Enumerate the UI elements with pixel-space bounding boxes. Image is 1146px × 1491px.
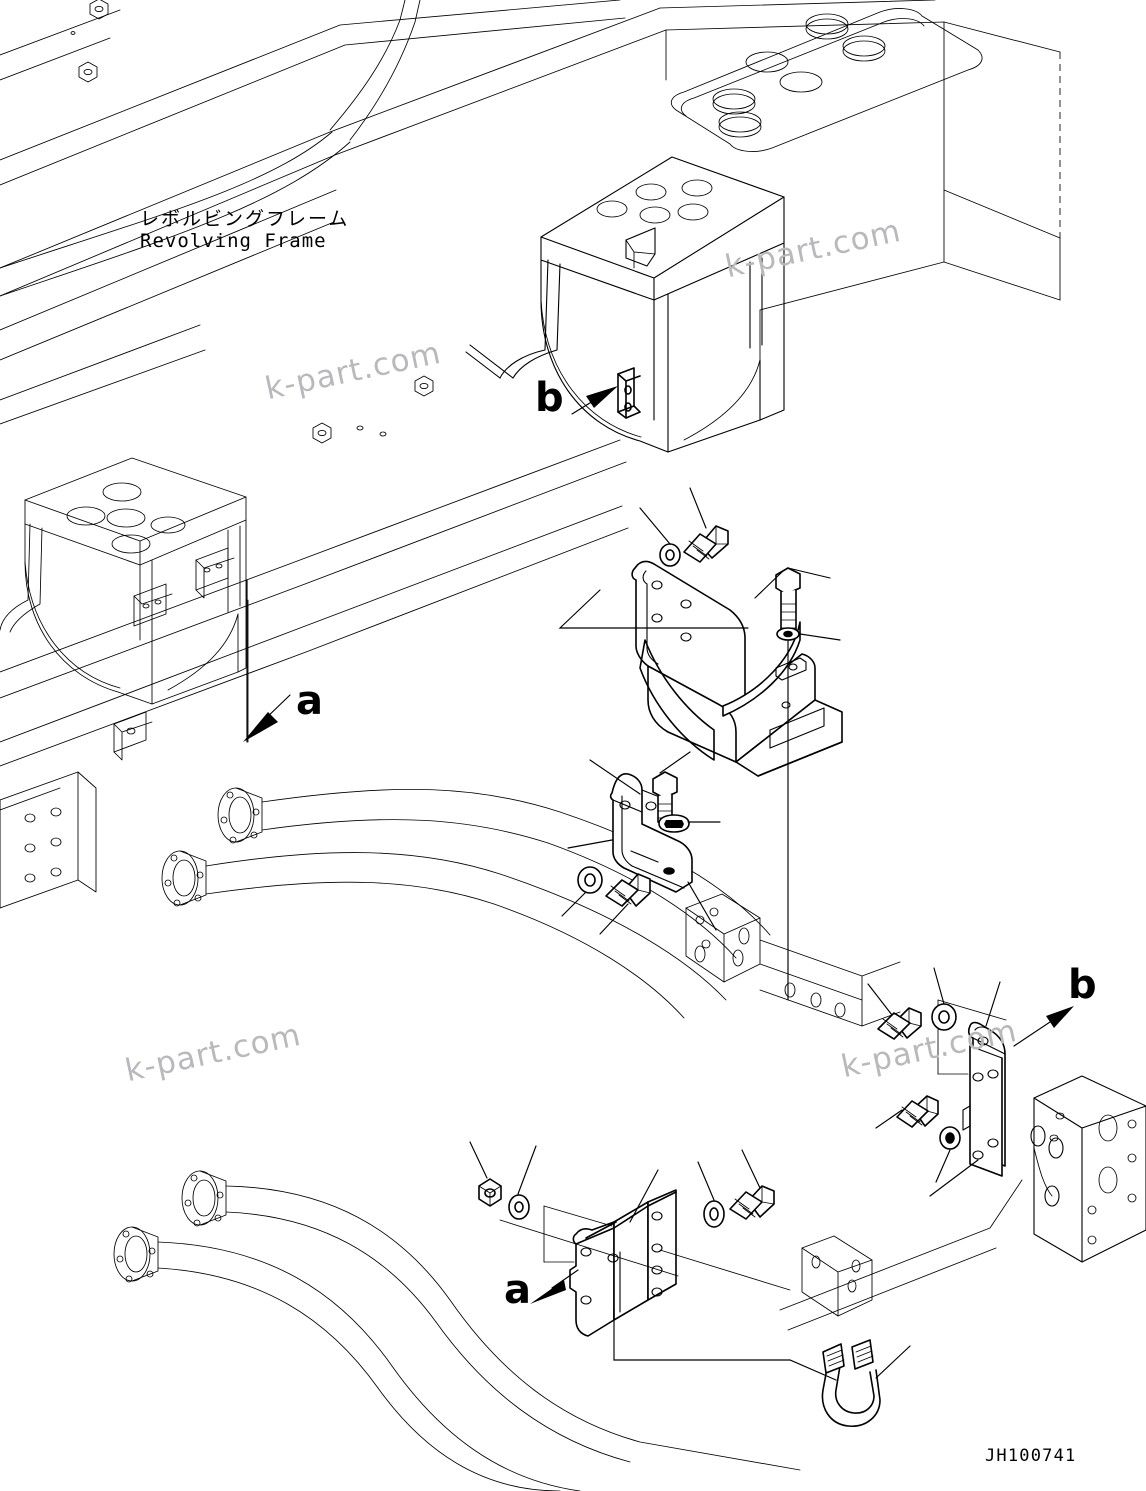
bolt-washer-bottom-right (703, 1185, 775, 1228)
hose-assembly-lower (113, 1170, 801, 1491)
hose-assembly-upper (161, 787, 771, 1019)
bolt-washer-upper-left (659, 525, 729, 567)
left-boss-pedestal (0, 457, 247, 761)
callout-b-lower-arrow (1013, 1006, 1074, 1047)
u-bolt-body (821, 1339, 881, 1427)
flat-plate-body (937, 999, 1007, 1177)
leader-lines-large-bracket (558, 487, 841, 1001)
revolving-frame-label-en: Revolving Frame (140, 230, 327, 252)
bolt-washer-plate-top (877, 1003, 957, 1040)
washer-small-bracket (658, 814, 690, 833)
frame-right-box (659, 0, 1061, 363)
callout-b-upper: b (535, 375, 564, 421)
callout-b-lower: b (1068, 962, 1097, 1008)
frame-left-end-box (0, 771, 97, 909)
frame-lower-rail (0, 439, 629, 811)
nut-washer-bottom-left (478, 1178, 530, 1220)
upper-pedestal (465, 156, 785, 453)
pipe-lower-right (779, 1179, 1023, 1331)
drawing-number: JH100741 (985, 1446, 1077, 1466)
pipe-junction-mid (685, 893, 901, 1027)
leader-lines-flat-plate (867, 967, 1001, 1197)
callout-b-upper-arrow (571, 386, 618, 415)
upper-boss-plate (670, 8, 983, 152)
bolt-washer-small-bracket-bottom (577, 866, 651, 907)
leader-u-bolt (875, 1345, 911, 1379)
frame-bolt-heads (70, 0, 434, 444)
leader-lines-formed-bracket (469, 1141, 837, 1381)
bolt-washer-plate-bottom (896, 1095, 961, 1150)
callout-a-upper: a (296, 678, 323, 724)
leader-lines-small-bracket (561, 751, 721, 935)
large-bracket-body (631, 560, 843, 777)
formed-bracket-body (499, 1189, 791, 1337)
upper-hose-lines (0, 0, 421, 297)
revolving-frame-label-jp: レボルビングフレーム (140, 208, 350, 230)
callout-a-lower-arrow (530, 1269, 579, 1304)
callout-a-upper-arrow (243, 579, 291, 743)
valve-block-body (1030, 1075, 1146, 1263)
callout-a-lower: a (504, 1267, 531, 1313)
